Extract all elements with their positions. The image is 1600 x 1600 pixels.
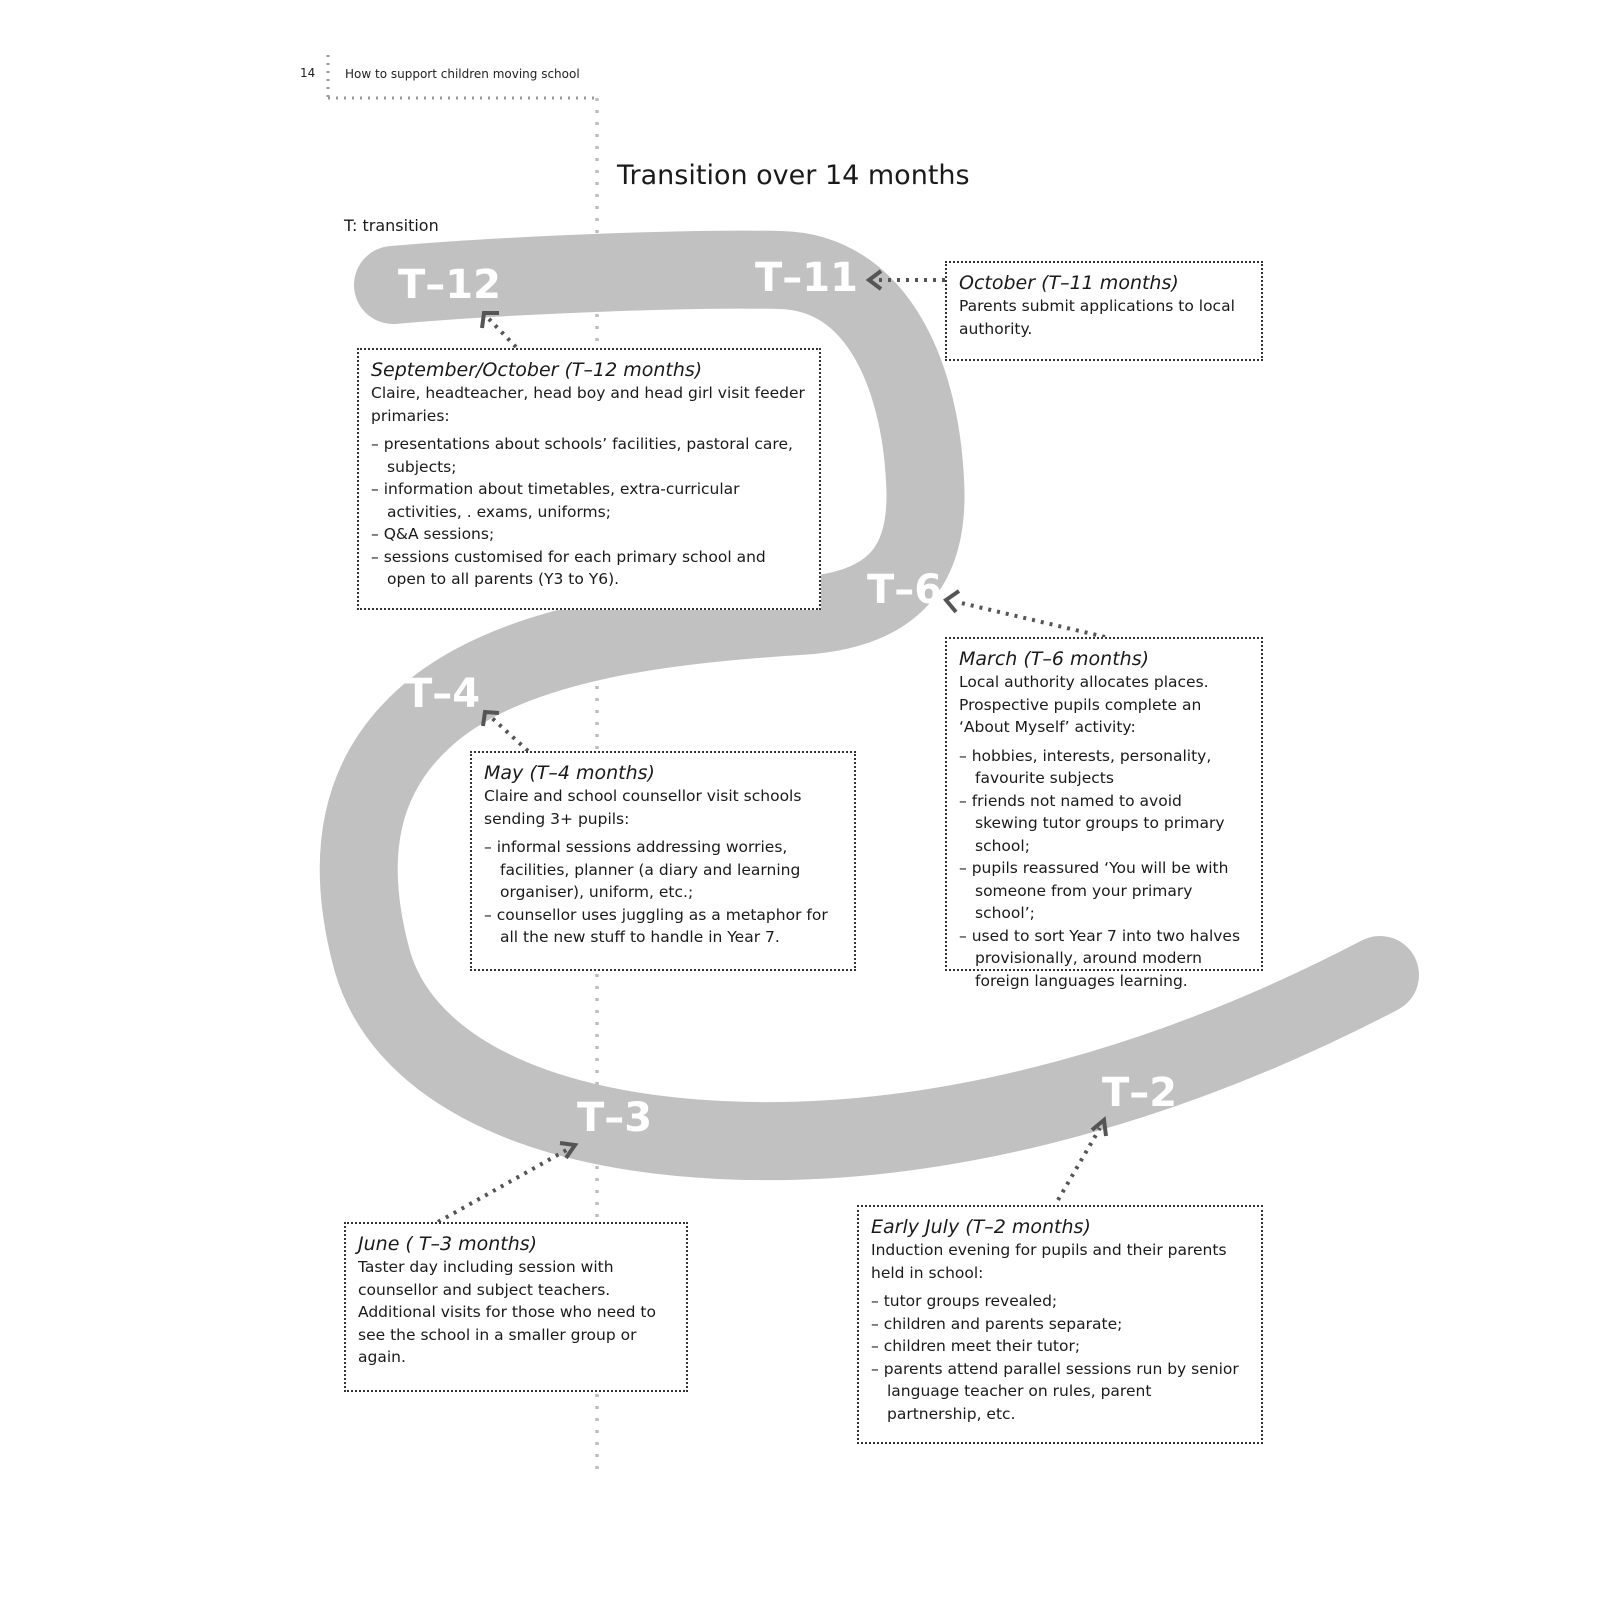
- arrowhead-t12: [480, 311, 499, 329]
- box-t2: Early July (T–2 months) Induction evenin…: [857, 1205, 1263, 1444]
- list-item: children and parents separate;: [871, 1313, 1247, 1336]
- box-t4-list: informal sessions addressing worries, fa…: [484, 836, 840, 949]
- box-t6-list: hobbies, interests, personality, favouri…: [959, 745, 1247, 993]
- box-t2-heading: Early July (T–2 months): [871, 1216, 1091, 1238]
- list-item: friends not named to avoid skewing tutor…: [959, 790, 1247, 858]
- path-label-t2: T–2: [1102, 1070, 1177, 1116]
- box-t6-intro: Local authority allocates places. Prospe…: [959, 673, 1209, 736]
- box-t3-intro: Taster day including session with counse…: [358, 1258, 656, 1366]
- box-t11: October (T–11 months) Parents submit app…: [945, 261, 1263, 361]
- box-t2-list: tutor groups revealed; children and pare…: [871, 1290, 1247, 1425]
- connector-t6: [956, 600, 1106, 639]
- box-t12-intro: Claire, headteacher, head boy and head g…: [371, 384, 805, 425]
- list-item: used to sort Year 7 into two halves prov…: [959, 925, 1247, 993]
- connector-t4: [490, 716, 530, 753]
- arrowhead-t6: [943, 589, 961, 614]
- path-label-t12: T–12: [398, 262, 501, 308]
- path-label-t6: T–6: [867, 567, 942, 613]
- arrowhead-t4: [481, 709, 500, 727]
- diagram-title: Transition over 14 months: [617, 160, 970, 191]
- list-item: information about timetables, extra-curr…: [371, 478, 805, 523]
- page-number: 14: [300, 66, 316, 80]
- box-t4-heading: May (T–4 months): [484, 762, 655, 784]
- box-t12-heading: September/October (T–12 months): [371, 359, 703, 381]
- arrowhead-t3: [559, 1141, 579, 1160]
- connector-t12: [486, 316, 518, 349]
- list-item: sessions customised for each primary sch…: [371, 546, 805, 591]
- path-label-t4: T–4: [405, 671, 480, 717]
- box-t11-intro: Parents submit applications to local aut…: [959, 297, 1235, 338]
- box-t12: September/October (T–12 months) Claire, …: [357, 348, 821, 610]
- box-t6: March (T–6 months) Local authority alloc…: [945, 637, 1263, 990]
- list-item: pupils reassured ‘You will be with someo…: [959, 857, 1247, 925]
- list-item: tutor groups revealed;: [871, 1290, 1247, 1313]
- list-item: counsellor uses juggling as a metaphor f…: [484, 904, 840, 949]
- arrowhead-t2: [1090, 1116, 1108, 1137]
- transition-path: [319, 230, 1419, 1181]
- box-t3-heading: June ( T–3 months): [358, 1233, 538, 1255]
- box-t3: June ( T–3 months) Taster day including …: [344, 1222, 688, 1392]
- connector-t3: [437, 1146, 571, 1224]
- path-label-t11: T–11: [755, 255, 858, 301]
- list-item: parents attend parallel sessions run by …: [871, 1358, 1247, 1426]
- list-item: children meet their tutor;: [871, 1335, 1247, 1358]
- box-t11-heading: October (T–11 months): [959, 272, 1179, 294]
- running-title: How to support children moving school: [345, 67, 580, 81]
- legend-text: T: transition: [344, 216, 439, 235]
- path-label-t3: T–3: [577, 1095, 652, 1141]
- box-t6-heading: March (T–6 months): [959, 648, 1149, 670]
- list-item: Q&A sessions;: [371, 523, 805, 546]
- arrowhead-t11: [865, 269, 883, 291]
- box-t4-intro: Claire and school counsellor visit schoo…: [484, 787, 802, 828]
- list-item: presentations about schools’ facilities,…: [371, 433, 805, 478]
- box-t4: May (T–4 months) Claire and school couns…: [470, 751, 856, 971]
- box-t12-list: presentations about schools’ facilities,…: [371, 433, 805, 591]
- list-item: informal sessions addressing worries, fa…: [484, 836, 840, 904]
- box-t2-intro: Induction evening for pupils and their p…: [871, 1241, 1227, 1282]
- list-item: hobbies, interests, personality, favouri…: [959, 745, 1247, 790]
